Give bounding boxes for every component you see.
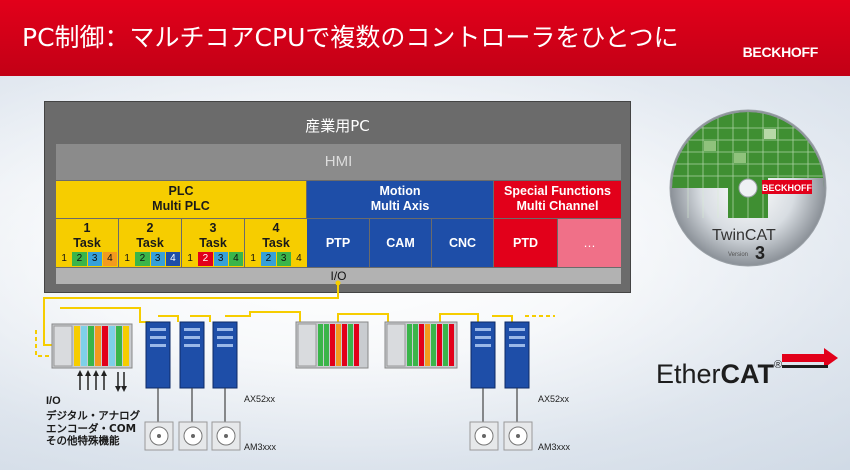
ethercat-logo: EtherCAT® [656,359,782,390]
core-chips: 1 2 3 4 [120,252,180,266]
plc-subtitle: Multi PLC [152,199,210,213]
io-desc-line: エンコーダ・COM [46,422,137,435]
plc-title: PLC [168,184,194,198]
disc-product: TwinCAT [712,227,776,244]
plc-task-2: 2 Task 1 2 3 4 [119,219,181,267]
core-chips: 1 2 3 4 [246,252,306,266]
ethercat-reg: ® [774,359,783,371]
beckhoff-logo: BECKHOFF [742,44,819,60]
io-bar: I/O [56,268,621,284]
task-label: Task [136,236,164,250]
core-chip: 2 [198,252,213,266]
motor-label-right: AM3xxx [538,442,571,452]
task-number: 1 [83,221,91,235]
motor-label-left: AM3xxx [244,442,277,452]
motion-cam: CAM [370,219,431,267]
special-more: … [558,219,621,267]
plc-header: PLC Multi PLC [56,181,306,218]
core-chip: 2 [261,252,276,266]
core-chip: 1 [120,252,135,266]
special-functions-header: Special Functions Multi Channel [494,181,621,218]
disc-version: 3 [755,243,765,263]
motion-header: Motion Multi Axis [307,181,493,218]
core-chips: 1 2 3 4 [183,252,243,266]
ethercat-part1: Ether [656,359,721,389]
core-chip: 2 [72,252,87,266]
core-chips: 1 2 3 4 [57,252,117,266]
disc-version-label: Version [728,252,748,258]
ethercat-part2: CAT [720,359,775,389]
core-chip: 3 [87,252,102,266]
drive-label-right: AX52xx [538,394,570,404]
task-number: 4 [272,221,280,235]
task-label: Task [199,236,227,250]
drive-label-left: AX52xx [244,394,276,404]
io-desc-line: デジタル・アナログ [46,410,141,422]
plc-task-1: 1 Task 1 2 3 4 [56,219,118,267]
motion-subtitle: Multi Axis [370,199,430,213]
core-chip: 3 [213,252,228,266]
hmi-layer: HMI [56,144,621,180]
core-chip: 3 [150,252,165,266]
io-description: デジタル・アナログ エンコーダ・COM その他特殊機能 [46,410,140,448]
ethercat-arrow-icon [782,348,838,368]
motion-ptp: PTP [307,219,369,267]
core-chip: 4 [291,252,306,266]
io-label: I/O [46,395,61,407]
core-chip: 2 [135,252,150,266]
special-title: Special Functions [504,184,611,198]
core-chip: 4 [102,252,117,266]
core-chip: 1 [183,252,198,266]
core-chip: 4 [165,252,180,266]
core-chip: 1 [57,252,72,266]
core-chip: 3 [276,252,291,266]
plc-task-3: 3 Task 1 2 3 4 [182,219,244,267]
disc-logo: BECKHOFF [762,183,812,193]
motion-title: Motion [379,184,421,198]
task-number: 2 [146,221,154,235]
special-ptd: PTD [494,219,557,267]
core-chip: 1 [246,252,261,266]
industrial-pc-label: 産業用PC [305,117,370,135]
special-subtitle: Multi Channel [516,199,599,213]
core-chip: 4 [228,252,243,266]
motion-cnc: CNC [432,219,493,267]
task-label: Task [262,236,290,250]
twincat-disc: BECKHOFF TwinCAT Version 3 [669,109,827,267]
task-label: Task [73,236,101,250]
header-banner: PC制御：マルチコアCPUで複数のコントローラをひとつに BECKHOFF [0,0,850,76]
plc-task-4: 4 Task 1 2 3 4 [245,219,307,267]
industrial-pc-box: 産業用PC HMI PLC Multi PLC Motion Multi Axi… [44,101,631,293]
task-number: 3 [209,221,217,235]
page-title: PC制御：マルチコアCPUで複数のコントローラをひとつに [22,23,679,52]
io-desc-line: その他特殊機能 [46,435,120,447]
